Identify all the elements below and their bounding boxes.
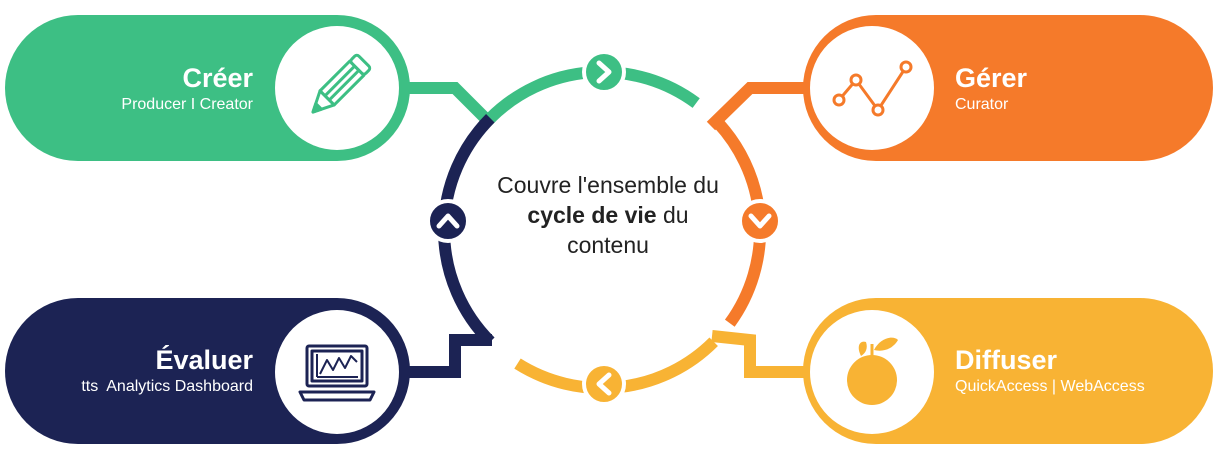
- chevron-up-icon: [426, 199, 470, 243]
- fruit-icon: [847, 337, 898, 405]
- line-graph-icon: [832, 60, 913, 117]
- evaluer-icon-circle: [275, 310, 399, 434]
- creer-connector: [405, 82, 497, 130]
- center-line-3: contenu: [567, 232, 649, 258]
- diffuser-title: Diffuser: [955, 345, 1058, 375]
- diffuser-text: Diffuser QuickAccess | WebAccess: [955, 344, 1195, 398]
- gerer-icon-circle: [810, 26, 934, 150]
- evaluer-title: Évaluer: [155, 345, 253, 375]
- pencil-icon: [311, 53, 372, 114]
- laptop-analytics-icon: [298, 344, 376, 402]
- center-line-1: Couvre l'ensemble du: [497, 172, 719, 198]
- center-bold-phrase: cycle de vie: [527, 202, 657, 228]
- gerer-text: Gérer Curator: [955, 62, 1195, 116]
- evaluer-text: Évaluer tts Analytics Dashboard: [13, 344, 253, 398]
- chevron-right-icon: [582, 50, 626, 94]
- center-line-2-rest: du: [656, 202, 689, 228]
- evaluer-connector: [405, 334, 492, 378]
- center-line-2: cycle de vie du: [470, 200, 746, 230]
- chevron-left-icon: [582, 362, 626, 406]
- creer-icon-circle: [275, 26, 399, 150]
- creer-text: Créer Producer I Creator: [13, 62, 253, 116]
- diffuser-connector: [711, 330, 805, 378]
- creer-title: Créer: [182, 63, 253, 93]
- creer-subtitle: Producer I Creator: [121, 96, 253, 113]
- gerer-connector: [706, 82, 805, 131]
- gerer-subtitle: Curator: [955, 96, 1009, 113]
- gerer-title: Gérer: [955, 63, 1028, 93]
- center-caption: Couvre l'ensemble du cycle de vie du con…: [470, 170, 746, 260]
- chevron-down-icon: [738, 199, 782, 243]
- evaluer-subtitle: tts Analytics Dashboard: [81, 378, 253, 395]
- diffuser-subtitle: QuickAccess | WebAccess: [955, 378, 1145, 395]
